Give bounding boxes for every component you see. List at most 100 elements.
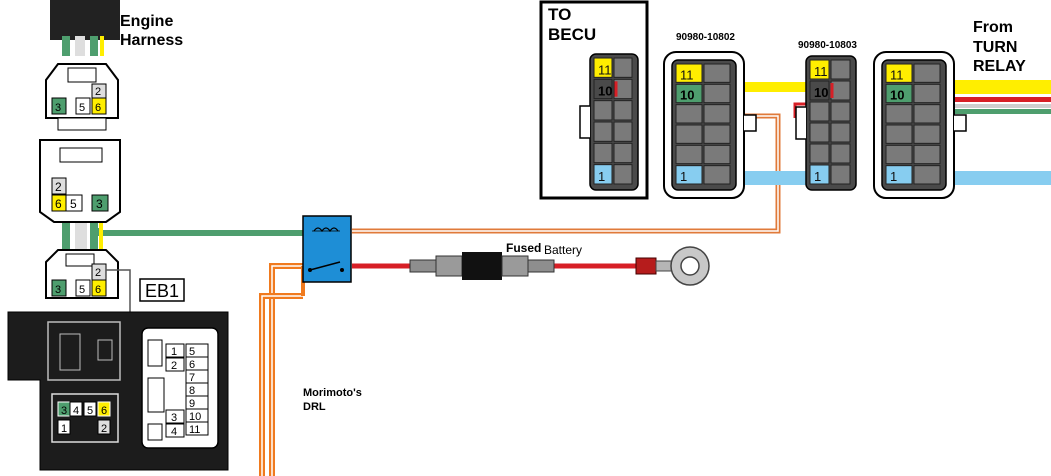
connector-latch [954, 114, 967, 132]
pin-cavity [809, 59, 830, 80]
eb1-big-cell [165, 357, 185, 372]
eb1-big-pin-1: 1 [171, 346, 177, 358]
pin-cavity [613, 142, 633, 164]
drl-label-2: DRL [303, 401, 326, 413]
eb1-big-cell [185, 421, 209, 436]
white-pin-5: 5 [70, 197, 77, 211]
eb1-small-pin-5: 5 [87, 405, 93, 417]
connector-latch [744, 114, 757, 132]
eb1-big-pin-11: 11 [189, 424, 200, 436]
battery-label: Battery [544, 243, 582, 257]
pin-cavity [885, 144, 913, 165]
pin-label: 10 [890, 88, 904, 103]
to-becu-label-2: BECU [548, 25, 596, 44]
green-wire [97, 228, 303, 236]
pin-label: 11 [890, 67, 904, 82]
pin-cavity [809, 143, 830, 164]
engine-harness-connector-bottom: 3 5 2 6 [45, 249, 131, 429]
white-connector: 2 6 5 3 [39, 139, 121, 223]
pin-label: 1 [680, 169, 687, 184]
drl-wires [259, 263, 305, 476]
pin-label: 10 [814, 85, 828, 100]
pin-cavity [703, 165, 731, 185]
pin-cavity [913, 83, 941, 104]
eh-bottom-pin-2: 2 [95, 267, 101, 279]
eb1-small-pin-6: 6 [101, 405, 107, 417]
pin-cavity [675, 144, 703, 165]
inline-fuse-icon [409, 252, 555, 280]
pin-cavity [675, 63, 703, 83]
white-pin-2: 2 [55, 180, 62, 194]
connector-90980-10802: 11 10 1 [663, 51, 757, 199]
pin-cavity [830, 164, 851, 185]
pin-cavity [809, 80, 830, 101]
eb1-big-pin-4: 4 [171, 426, 177, 438]
pin-cavity [703, 83, 731, 104]
eb1-big-pin-8: 8 [189, 385, 195, 397]
pin-cavity [675, 104, 703, 124]
pin-cavity [593, 78, 613, 100]
pin-cavity [613, 78, 633, 100]
engine-harness-connector-top: 3 5 2 6 [45, 63, 119, 131]
pin-cavity [830, 59, 851, 80]
pin-cavity [593, 57, 613, 78]
pin-label: 11 [814, 64, 828, 79]
eb1-small-pin-3: 3 [61, 405, 67, 417]
pin-cavity [675, 83, 703, 104]
pin-cavity [593, 100, 613, 121]
pin-cavity [885, 83, 913, 104]
fused-label: Fused [506, 241, 541, 255]
pin-cavity [613, 121, 633, 142]
pin-cavity [913, 104, 941, 124]
eh-top-pin-5: 5 [79, 102, 85, 114]
pin-cavity [830, 143, 851, 164]
pin-cavity [830, 101, 851, 122]
pin-cavity [885, 104, 913, 124]
eb1-small-pin-2: 2 [101, 423, 107, 435]
pin-label: 10 [598, 84, 612, 99]
part-b-label: 90980-10803 [798, 40, 857, 51]
eb1-big-pin-10: 10 [189, 411, 201, 423]
pin-cavity [675, 165, 703, 185]
pin-cavity [885, 124, 913, 144]
pin-cavity [703, 104, 731, 124]
pin-cavity [830, 80, 851, 101]
from-turn-label-3: RELAY [973, 58, 1026, 75]
relay-icon [302, 215, 352, 283]
eb1-small-pin-4: 4 [73, 405, 79, 417]
pin-label: 1 [890, 169, 897, 184]
eb1-big-pin-6: 6 [189, 359, 195, 371]
harness-middle-wires [62, 222, 103, 250]
eb1-big-pin-5: 5 [189, 346, 195, 358]
pin-cavity [613, 57, 633, 78]
ring-terminal-icon [635, 246, 710, 286]
pin-cavity [613, 164, 633, 185]
pin-label: 10 [680, 88, 694, 103]
eh-top-pin-3: 3 [55, 102, 61, 114]
pin-cavity [913, 144, 941, 165]
eb1-big-pin-3: 3 [171, 412, 177, 424]
pin-cavity [593, 142, 613, 164]
from-turn-label-2: TURN [973, 39, 1017, 56]
eb1-label: EB1 [145, 281, 179, 301]
eb1-big-pin-2: 2 [171, 360, 177, 372]
eb1-big-cell [165, 423, 185, 438]
pin-label: 11 [680, 67, 694, 82]
turn-relay-connector: 11 10 1 [873, 51, 967, 199]
eh-bottom-pin-3: 3 [55, 284, 61, 296]
from-turn-label-1: From [973, 19, 1013, 36]
pin-cavity [675, 124, 703, 144]
eb1-big-pin-7: 7 [189, 372, 195, 384]
pin-label: 1 [598, 169, 605, 184]
connector-latch [795, 106, 806, 140]
eh-top-pin-6: 6 [95, 102, 101, 114]
eh-bottom-pin-5: 5 [79, 284, 85, 296]
pin-cavity [809, 122, 830, 143]
turn-relay-wires [745, 80, 1051, 185]
pin-cavity [885, 63, 913, 83]
pin-cavity [913, 63, 941, 83]
